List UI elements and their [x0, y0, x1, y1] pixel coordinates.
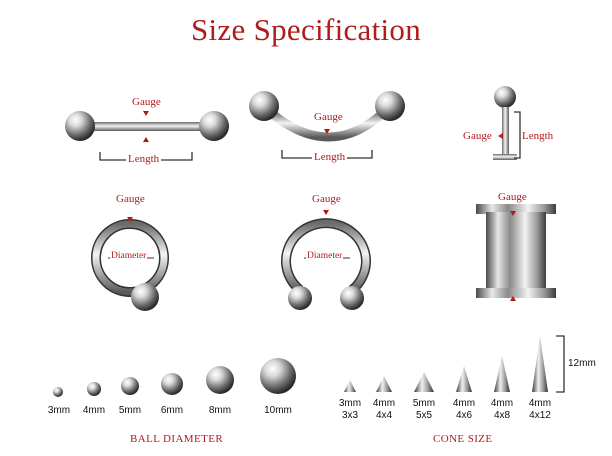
ball-diameter-caption: BALL DIAMETER — [130, 433, 224, 445]
ball-4mm — [87, 382, 101, 396]
horseshoe-gauge-label: Gauge — [312, 193, 341, 205]
straight-length-label: Length — [126, 153, 162, 165]
ball-size-label: 10mm — [264, 405, 292, 416]
labret — [493, 86, 521, 160]
ball-3mm — [53, 387, 63, 397]
cbr-diameter-label: Diameter — [110, 251, 148, 261]
ball-10mm — [260, 358, 296, 394]
cone-5x5 — [414, 372, 434, 392]
flesh-tunnel — [476, 204, 556, 301]
ball-size-label: 3mm — [47, 405, 71, 416]
ball-size-label: 5mm — [118, 405, 142, 416]
horseshoe-diameter-label: Diameter — [306, 251, 344, 261]
straight-gauge-label: Gauge — [132, 96, 161, 108]
cone-4x12 — [532, 336, 548, 392]
cone-height-label: 12mm — [568, 358, 596, 369]
curved-barbell — [249, 91, 405, 159]
page-title: Size Specification — [190, 12, 422, 47]
ball-8mm — [206, 366, 234, 394]
tunnel-gauge-label: Gauge — [498, 191, 527, 203]
cbr-gauge-label: Gauge — [116, 193, 145, 205]
ball-size-label: 8mm — [208, 405, 232, 416]
ball-size-row — [53, 358, 296, 397]
cone-size-caption: CONE SIZE — [433, 433, 493, 445]
cone-4x4 — [376, 376, 392, 392]
ball-5mm — [121, 377, 139, 395]
labret-length-label: Length — [522, 130, 554, 142]
cone-3x3 — [344, 380, 356, 392]
straight-barbell — [65, 111, 229, 161]
horseshoe-ring — [281, 210, 371, 310]
curved-gauge-label: Gauge — [314, 111, 343, 123]
cone-4x8 — [494, 356, 510, 392]
cone-4x6 — [456, 366, 472, 392]
captive-bead-ring — [91, 217, 169, 311]
ball-size-label: 4mm — [82, 405, 106, 416]
ball-6mm — [161, 373, 183, 395]
labret-gauge-label: Gauge — [463, 130, 492, 142]
curved-length-label: Length — [312, 151, 348, 163]
cone-size-row — [344, 335, 565, 393]
ball-size-label: 6mm — [160, 405, 184, 416]
